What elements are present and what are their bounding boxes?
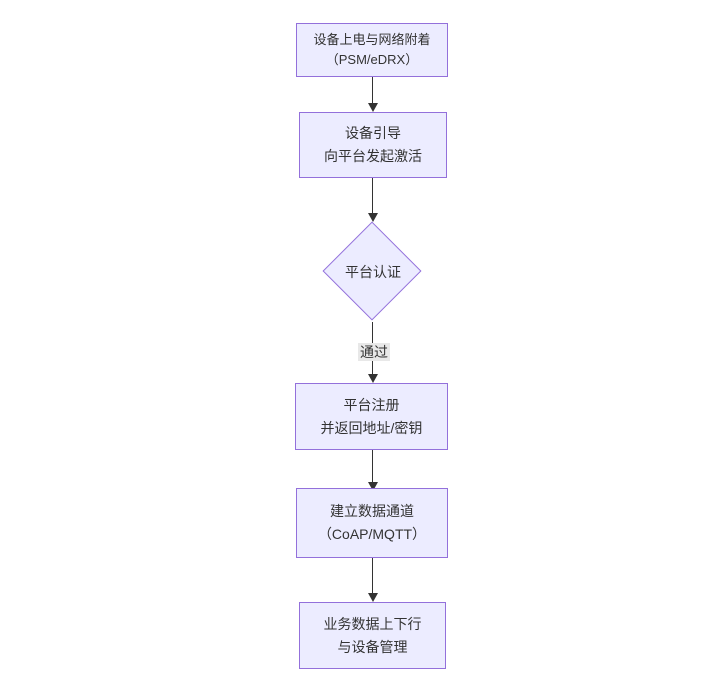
node-device-bootstrap: 设备引导 向平台发起激活	[299, 112, 447, 178]
node-platform-auth: 平台认证	[322, 221, 422, 321]
node-label-line: （CoAP/MQTT）	[317, 526, 427, 542]
edge-line-5	[372, 558, 373, 594]
node-label-line: 业务数据上下行	[323, 615, 422, 632]
node-label-line: 向平台发起激活	[324, 148, 422, 164]
node-label-line: 设备上电与网络附着	[313, 32, 431, 47]
node-label-line: 平台认证	[345, 264, 401, 280]
node-label-line: 设备引导	[345, 125, 401, 141]
edge-label-pass: 通过	[358, 343, 390, 361]
node-label-line: 建立数据通道	[330, 503, 414, 519]
edge-line-1	[372, 77, 373, 104]
node-power-network-attach: 设备上电与网络附着 （PSM/eDRX）	[296, 23, 448, 77]
node-label-line: （PSM/eDRX）	[325, 52, 419, 67]
node-label-line: 与设备管理	[337, 638, 408, 655]
arrowhead-icon	[368, 213, 378, 222]
edge-line-4	[372, 450, 373, 483]
arrowhead-icon	[368, 103, 378, 112]
arrowhead-icon	[368, 374, 378, 383]
arrowhead-icon	[368, 593, 378, 602]
node-label-line: 并返回地址/密钥	[320, 419, 423, 436]
edge-line-2	[372, 178, 373, 214]
node-label-line: 平台注册	[343, 396, 400, 413]
node-platform-register: 平台注册 并返回地址/密钥	[295, 383, 448, 450]
arrowhead-icon	[368, 482, 378, 491]
node-business-data: 业务数据上下行 与设备管理	[299, 602, 446, 669]
node-data-channel: 建立数据通道 （CoAP/MQTT）	[296, 488, 448, 558]
